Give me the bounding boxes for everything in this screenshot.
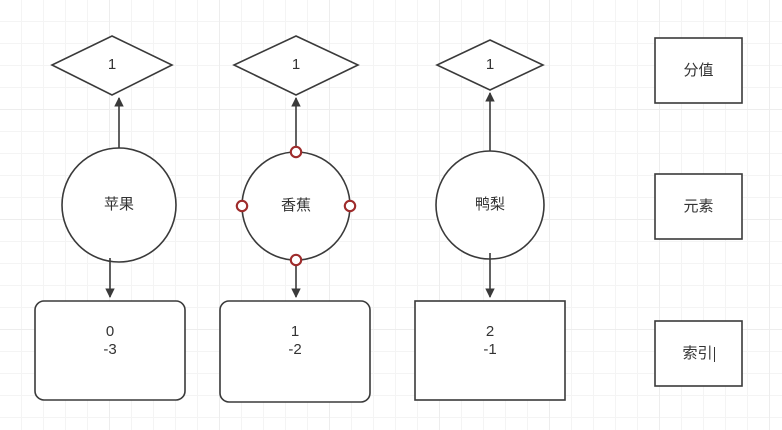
element-circle-apple[interactable] [61, 147, 177, 263]
score-diamond-apple[interactable] [50, 35, 174, 96]
resize-handle-north[interactable] [289, 145, 303, 159]
element-circle-banana[interactable] [241, 151, 351, 261]
index-box-apple[interactable] [34, 300, 186, 401]
index-box-banana[interactable] [219, 300, 371, 403]
resize-handle-south[interactable] [289, 253, 303, 267]
score-diamond-pear[interactable] [435, 39, 545, 91]
index-box-pear[interactable] [414, 300, 566, 401]
resize-handle-east[interactable] [343, 199, 357, 213]
resize-handle-west[interactable] [235, 199, 249, 213]
score-diamond-banana[interactable] [232, 35, 360, 96]
legend-box-index[interactable] [654, 320, 743, 387]
legend-box-element[interactable] [654, 173, 743, 240]
element-circle-pear[interactable] [435, 150, 545, 260]
legend-box-score[interactable] [654, 37, 743, 104]
